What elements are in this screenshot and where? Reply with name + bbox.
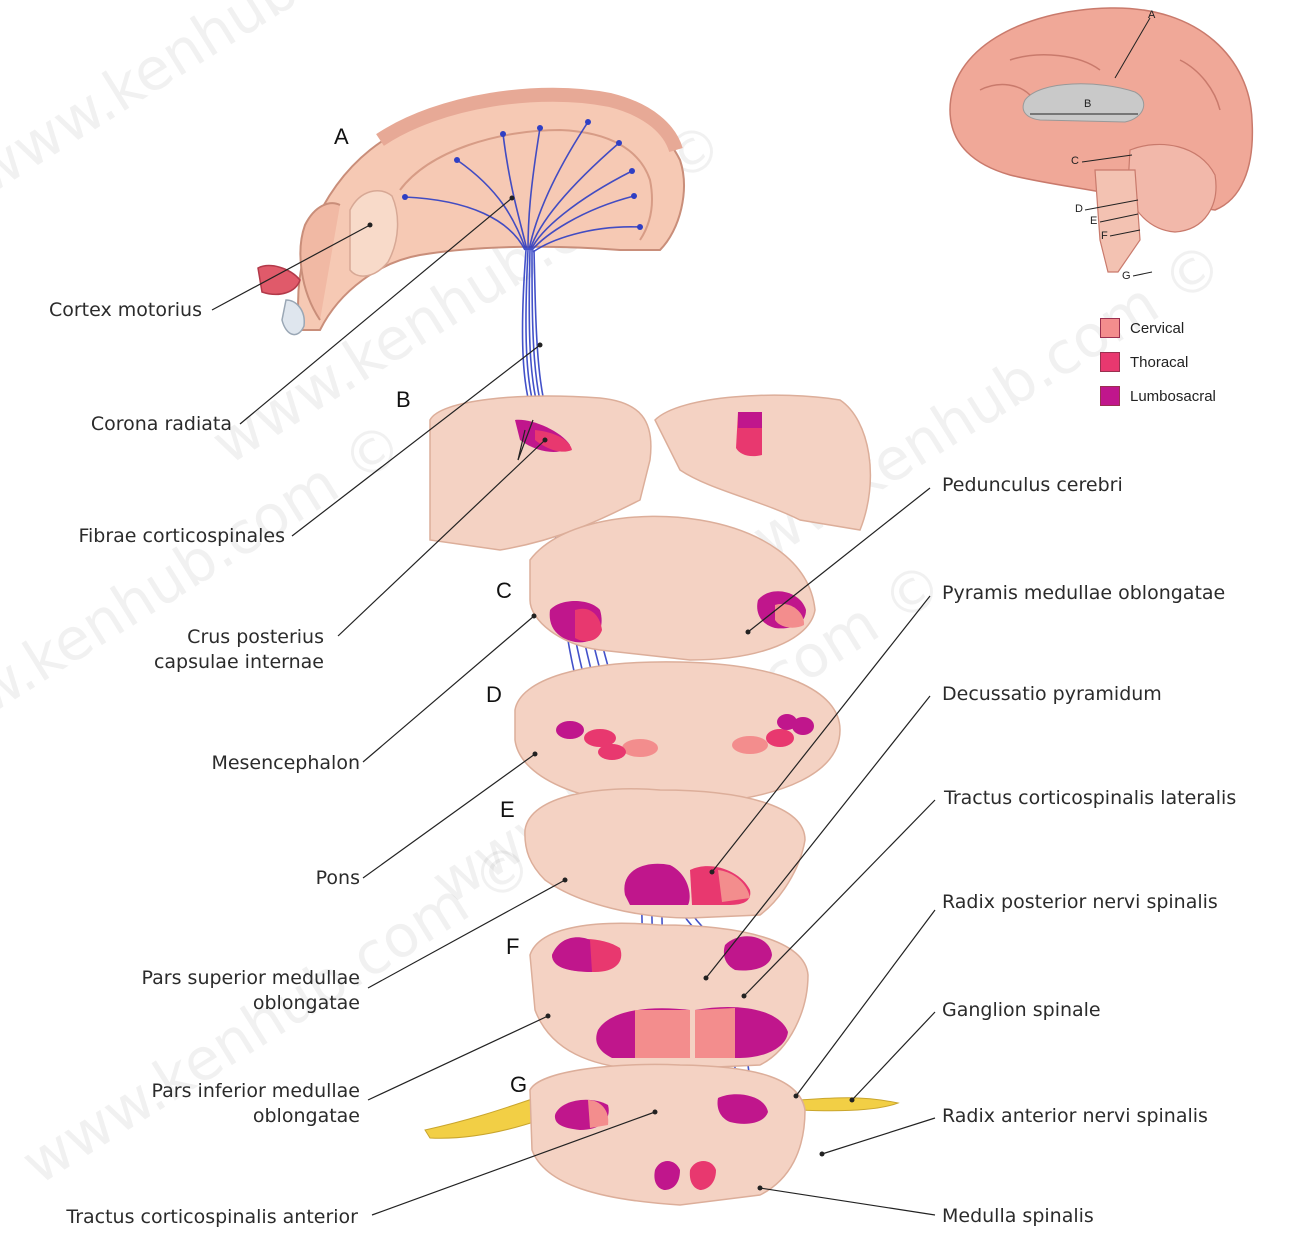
label-capsulae-internae: capsulae internae	[153, 651, 324, 673]
label-decussatio-pyramidum: Decussatio pyramidum	[942, 683, 1162, 705]
label-medulla-spinalis: Medulla spinalis	[942, 1205, 1094, 1227]
legend-label: Thoracal	[1130, 353, 1189, 371]
section-letter-g: G	[510, 1072, 528, 1097]
label-radix-posterior: Radix posterior nervi spinalis	[942, 891, 1218, 913]
legend-label: Lumbosacral	[1130, 387, 1216, 405]
label-mesencephalon: Mesencephalon	[211, 752, 360, 774]
legend-swatch-thoracal	[1100, 352, 1120, 372]
section-e-slab	[524, 788, 806, 919]
legend-label: Cervical	[1130, 319, 1185, 337]
inset-letter-b: B	[1084, 98, 1092, 110]
section-letter-a: A	[334, 124, 349, 149]
label-corona-radiata: Corona radiata	[90, 413, 232, 435]
fiber-origin-dots	[402, 119, 643, 230]
label-ganglion-spinale: Ganglion spinale	[942, 999, 1101, 1021]
section-f-slab	[529, 922, 809, 1071]
section-g-slab	[424, 1063, 900, 1206]
legend-item-cervical: Cervical	[1100, 318, 1184, 338]
head-hemisphere	[257, 87, 685, 336]
section-letter-d: D	[486, 682, 502, 707]
leader-lines	[211, 197, 936, 1216]
label-tractus-corticospinalis-lateralis: Tractus corticospinalis lateralis	[944, 787, 1237, 809]
section-b-slab	[429, 394, 872, 551]
label-radix-anterior: Radix anterior nervi spinalis	[942, 1105, 1208, 1127]
label-cortex-motorius: Cortex motorius	[48, 299, 202, 321]
label-crus-posterius: Crus posterius	[187, 626, 324, 648]
section-letter-e: E	[500, 797, 515, 822]
inset-letter-c: C	[1071, 155, 1079, 167]
label-pars-inferior-2: oblongatae	[252, 1105, 360, 1127]
inset-letter-a: A	[1148, 9, 1156, 21]
legend-item-lumbosacral: Lumbosacral	[1100, 386, 1216, 406]
section-letter-f: F	[506, 934, 520, 959]
section-c-slab	[529, 515, 816, 661]
legend-swatch-lumbosacral	[1100, 386, 1120, 406]
section-letter-b: B	[396, 387, 411, 412]
label-pars-inferior-1: Pars inferior medullae	[151, 1080, 360, 1102]
legend-item-thoracal: Thoracal	[1100, 352, 1188, 372]
label-pars-superior-1: Pars superior medullae	[141, 967, 360, 989]
legend-swatch-cervical	[1100, 318, 1120, 338]
inset-letter-g: G	[1122, 270, 1131, 282]
label-tractus-corticospinalis-anterior: Tractus corticospinalis anterior	[66, 1206, 358, 1228]
inset-letter-d: D	[1075, 203, 1083, 215]
section-letter-c: C	[496, 578, 512, 603]
label-pars-superior-2: oblongatae	[252, 992, 360, 1014]
section-d-slab	[514, 661, 841, 806]
inset-letter-f: F	[1101, 230, 1108, 242]
inset-letter-e: E	[1090, 215, 1098, 227]
label-fibrae-corticospinales: Fibrae corticospinales	[78, 525, 285, 547]
inset-brain	[949, 7, 1254, 277]
label-pyramis-medullae-oblongatae: Pyramis medullae oblongatae	[942, 582, 1226, 604]
label-pedunculus-cerebri: Pedunculus cerebri	[942, 474, 1123, 496]
label-pons: Pons	[315, 867, 360, 889]
leader-dots	[367, 195, 855, 1191]
